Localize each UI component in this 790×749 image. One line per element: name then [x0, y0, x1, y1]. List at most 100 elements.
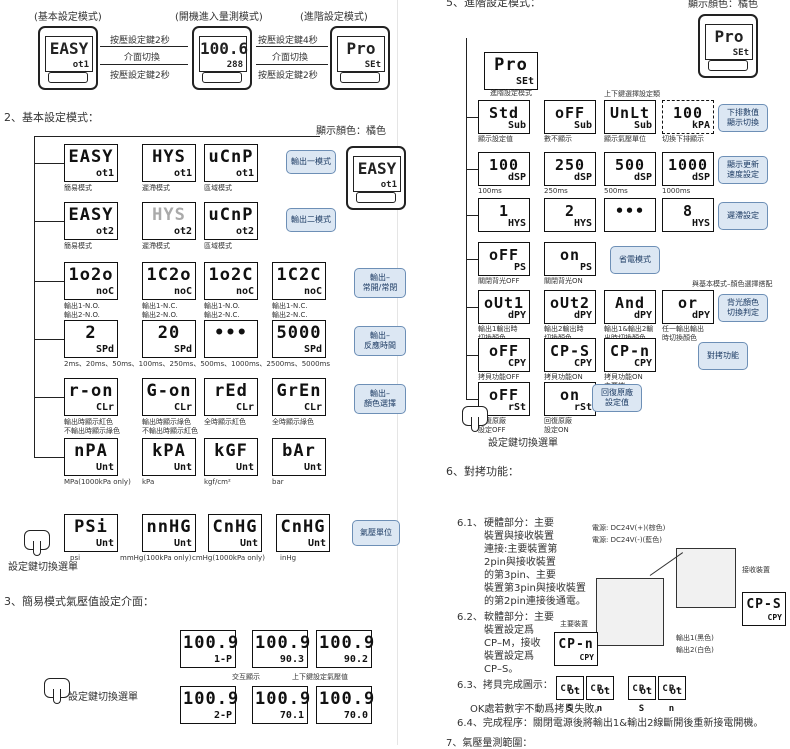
lcd-sub-text: dPY [691, 310, 710, 321]
lcd-main-text: CP-S [632, 684, 652, 714]
device-sub-text: ot1 [380, 180, 397, 190]
device-sub-text: SEt [732, 48, 749, 58]
caption: 切換下排顯示 [662, 135, 704, 143]
lcd-main-text: rEd [214, 381, 248, 401]
lcd-main-text: CnHG [280, 517, 326, 537]
copy-p2-line: CP–S。 [484, 664, 519, 675]
lcd-sub-text: CPY [767, 613, 782, 622]
lcd-main-text: CP-S [746, 597, 782, 612]
caption: 數不顯示 [544, 135, 572, 143]
lcd-sub-text: dSP [691, 172, 710, 183]
caption: 100ms [478, 187, 502, 195]
lcd-sub-text: Unt [95, 462, 114, 473]
caption: 500ms [604, 187, 628, 195]
flow-arrow [466, 259, 478, 260]
lcd-sub-text: ot2 [173, 226, 192, 237]
lcd-main-text: ••• [214, 323, 248, 343]
lcd-main-text: on [559, 246, 581, 264]
caption: MPa(1000kPa only) [64, 478, 131, 486]
ok-note: OK處若數字不動爲拷貝失敗。 [470, 704, 605, 715]
lcd-sub-text: PS [579, 262, 592, 273]
flow-arrow [34, 281, 64, 282]
lcd-sub-text: 90.2 [343, 654, 368, 665]
arrow-right [100, 46, 188, 47]
mode-note-box: 輸出– 顏色選擇 [354, 384, 406, 414]
caption: 輸出1-N.C. 輸出2-N.O. [142, 302, 178, 319]
caption: 全時顯示綠色 [272, 418, 314, 426]
display-color-label: 顯示顏色：橘色 [688, 0, 758, 10]
lcd-main-text: UnLt [609, 104, 651, 122]
caption: inHg [280, 554, 297, 562]
mode-note-box: 省電模式 [610, 246, 660, 274]
set-key-label: 設定鍵切換選單 [488, 438, 558, 449]
caption: 1000ms [662, 187, 691, 195]
mode-note-box: 回復原廠 設定值 [592, 384, 642, 412]
lcd-sub-text: Sub [633, 120, 652, 131]
set-key-label: 設定鍵切換選單 [8, 562, 78, 573]
set-key-icon [44, 678, 70, 704]
lcd-sub-text: ot1 [95, 168, 114, 179]
arrow-left [256, 64, 328, 65]
section-7-title: 7、氣壓量測範圍： [446, 738, 533, 749]
mode-note-box: 對拷功能 [698, 342, 748, 370]
arrow-right [256, 46, 328, 47]
lcd-main-text: oFF [488, 386, 520, 404]
lcd-sub-text: noC [235, 286, 254, 297]
mode-label-measure: (開機進入量測模式) [175, 12, 263, 23]
flow-arrow [466, 169, 478, 170]
lcd-main-text: G-on [146, 381, 192, 401]
lcd-main-text: uCnP [208, 147, 254, 167]
device-sub-text: SEt [364, 60, 381, 70]
flow-arrow [466, 399, 478, 400]
section-5-title: 5、進階設定模式： [446, 0, 541, 9]
copy-p1-line: 連接:主要裝置第 [484, 544, 558, 555]
copy-p1-line: 2pin與接收裝置 [484, 557, 556, 568]
lcd-main-text: 100.9 [255, 689, 312, 709]
section-3-title: 3、簡易模式氣壓值設定介面： [4, 595, 154, 608]
mode-note-box: 輸出– 反應時間 [354, 326, 406, 356]
lcd-main-text: EASY [68, 147, 114, 167]
lcd-main-text: oFF [554, 104, 586, 122]
lcd-sub-text: 90.3 [279, 654, 304, 665]
display-color-label: 顯示顏色：橘色 [316, 126, 386, 137]
lcd-sub-text: Unt [307, 538, 326, 549]
lcd-display: ••• [204, 320, 258, 358]
mode-note-box: 遲滯設定 [718, 202, 768, 230]
device-main-text: 100.6 [200, 39, 249, 58]
caption: psi [70, 554, 81, 562]
lcd-sub-text: Sub [573, 120, 592, 131]
lcd-sub-text: CLr [303, 402, 322, 413]
hint-hold-2s: 按壓設定鍵2秒 [110, 71, 170, 81]
copy-p2-line: 軟體部分：主要 [484, 612, 554, 623]
lcd-sub-text: ot [567, 686, 580, 697]
lcd-main-text: HYS [152, 147, 186, 167]
flow-arrow [466, 355, 478, 356]
lcd-main-text: oUt1 [483, 294, 525, 312]
lcd-sub-text: dPY [507, 310, 526, 321]
lcd-sub-text: CPY [579, 653, 594, 662]
lcd-main-text: 100.9 [183, 689, 240, 709]
